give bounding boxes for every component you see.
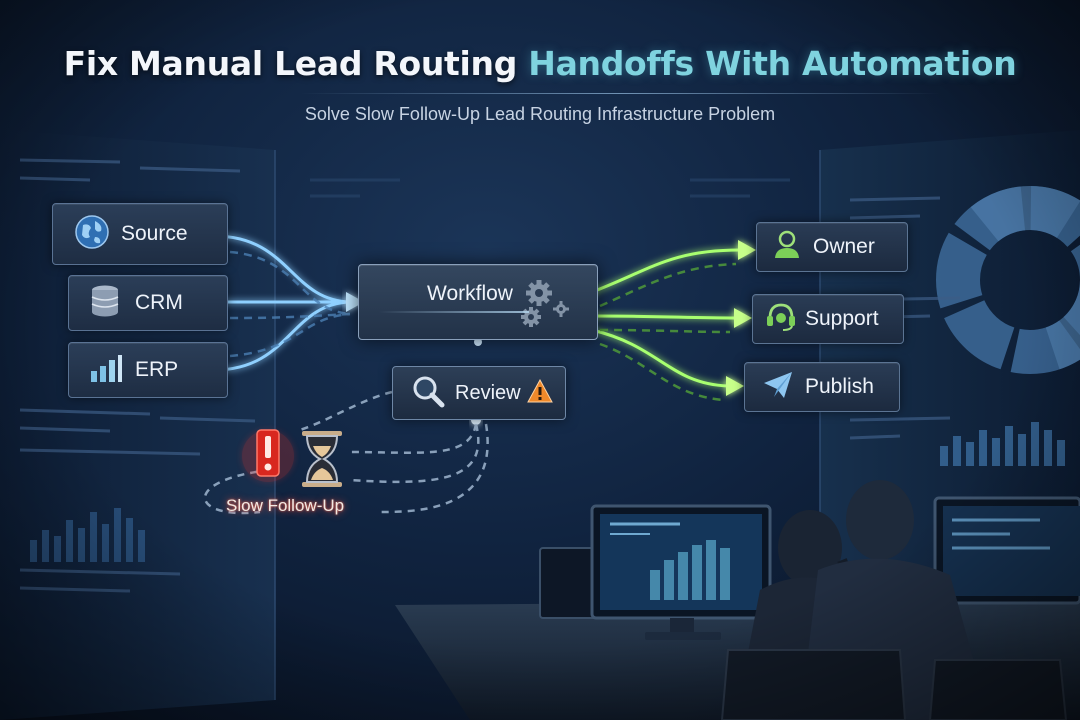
arrowhead-into-publish [726, 376, 744, 396]
node-review[interactable]: Review [392, 366, 566, 420]
node-erp-label: ERP [135, 358, 179, 381]
node-publish[interactable]: Publish [744, 362, 900, 412]
connector-source-to-workflow [212, 234, 352, 304]
arrowhead-into-owner [738, 240, 756, 260]
node-workflow-label: Workflow [427, 282, 513, 305]
connector-erp-to-workflow [212, 300, 352, 372]
connector-workflow-to-support [590, 314, 738, 320]
arrowhead-into-workflow [346, 292, 364, 312]
paper-plane-icon [763, 371, 793, 404]
node-erp[interactable]: ERP [68, 342, 228, 398]
connector-workflow-to-owner [590, 248, 742, 294]
arrowhead-into-support [734, 308, 752, 328]
workflow-progress-line [379, 311, 529, 313]
gears-icon [517, 277, 577, 334]
connector-workflow-to-publish [590, 328, 730, 388]
delay-loop-paths [204, 390, 489, 515]
bar-chart-icon [89, 353, 123, 388]
title-part-primary: Fix Manual Lead Routing [63, 44, 518, 83]
page-title: Fix Manual Lead Routing Handoffs With Au… [0, 44, 1080, 83]
database-icon [89, 284, 121, 323]
node-support[interactable]: Support [752, 294, 904, 344]
node-crm-label: CRM [135, 291, 183, 314]
node-crm[interactable]: CRM [68, 275, 228, 331]
node-owner[interactable]: Owner [756, 222, 908, 272]
page-subtitle: Solve Slow Follow-Up Lead Routing Infras… [304, 104, 776, 124]
title-part-accent: Handoffs With Automation [528, 44, 1017, 83]
node-review-label: Review [455, 381, 521, 404]
person-icon [773, 230, 801, 265]
globe-icon [73, 213, 111, 256]
node-publish-label: Publish [805, 375, 874, 398]
node-source-label: Source [121, 222, 188, 245]
node-owner-label: Owner [813, 235, 875, 258]
node-support-label: Support [805, 307, 879, 330]
node-workflow[interactable]: Workflow [358, 264, 598, 340]
warning-icon [526, 378, 553, 408]
alert-icon [254, 428, 282, 482]
headset-icon [765, 302, 797, 337]
title-divider [300, 93, 940, 94]
hourglass-icon [300, 430, 344, 492]
slow-follow-up-label: Slow Follow-Up [226, 496, 345, 515]
magnifier-icon [411, 374, 445, 413]
node-source[interactable]: Source [52, 203, 228, 265]
